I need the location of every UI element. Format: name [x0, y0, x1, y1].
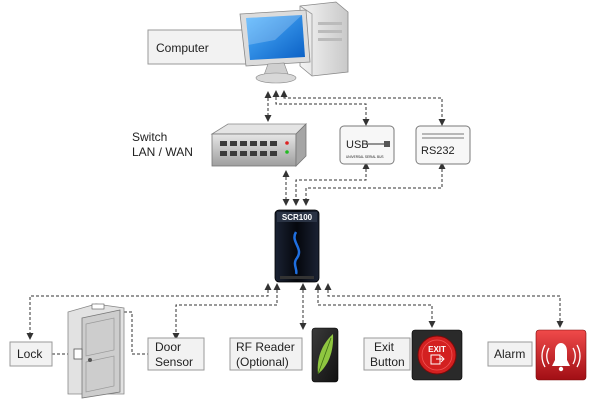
exit-button-icon: EXIT [411, 329, 463, 381]
connector-controller-alarm [324, 283, 564, 328]
connector-computer-rs232 [280, 90, 446, 126]
door-sensor-label-box: Door Sensor [147, 337, 205, 371]
usb-sublabel: UNIVERSAL SERIAL BUS [346, 155, 384, 159]
access-controller-icon: SCR100 [274, 209, 320, 283]
computer-label-box: Computer [147, 29, 251, 65]
switch-label-line1: Switch [132, 130, 167, 144]
rf-reader-icon [311, 327, 339, 383]
usb-label: USB [346, 139, 369, 151]
desktop-computer-icon [239, 1, 349, 84]
rs232-label: RS232 [421, 145, 455, 157]
alarm-icon [535, 329, 587, 381]
alarm-label-box: Alarm [487, 341, 533, 367]
exit-button-label-line2: Button [370, 355, 405, 369]
controller-label: SCR100 [282, 213, 313, 222]
connector-computer-usb [272, 90, 370, 126]
rf-reader-label-line1: RF Reader [236, 340, 295, 354]
connector-controller-exit [314, 283, 436, 328]
connector-rs232-controller [302, 162, 446, 206]
connector-controller-door-sensor [172, 283, 281, 340]
computer-label: Computer [156, 41, 209, 55]
alarm-label: Alarm [494, 347, 525, 361]
exit-button-label-box: Exit Button [363, 337, 411, 371]
rf-reader-label-line2: (Optional) [236, 355, 289, 369]
usb-port-icon: USB UNIVERSAL SERIAL BUS [339, 125, 395, 165]
connector-door-sensor [124, 311, 148, 355]
rf-reader-label-box: RF Reader (Optional) [229, 337, 303, 371]
connectors [26, 90, 564, 355]
door-icon [67, 303, 125, 399]
serial-port-icon: RS232 [415, 125, 471, 165]
lock-label-box: Lock [9, 341, 53, 367]
exit-button-label-line1: Exit [374, 340, 395, 354]
switch-label-line2: LAN / WAN [132, 145, 193, 159]
connector-controller-lock [26, 283, 272, 340]
door-sensor-label-line2: Sensor [155, 355, 193, 369]
lock-label: Lock [17, 347, 43, 361]
exit-sign-label: EXIT [428, 345, 446, 354]
door-sensor-label-line1: Door [155, 340, 181, 354]
network-switch-icon [210, 123, 307, 167]
